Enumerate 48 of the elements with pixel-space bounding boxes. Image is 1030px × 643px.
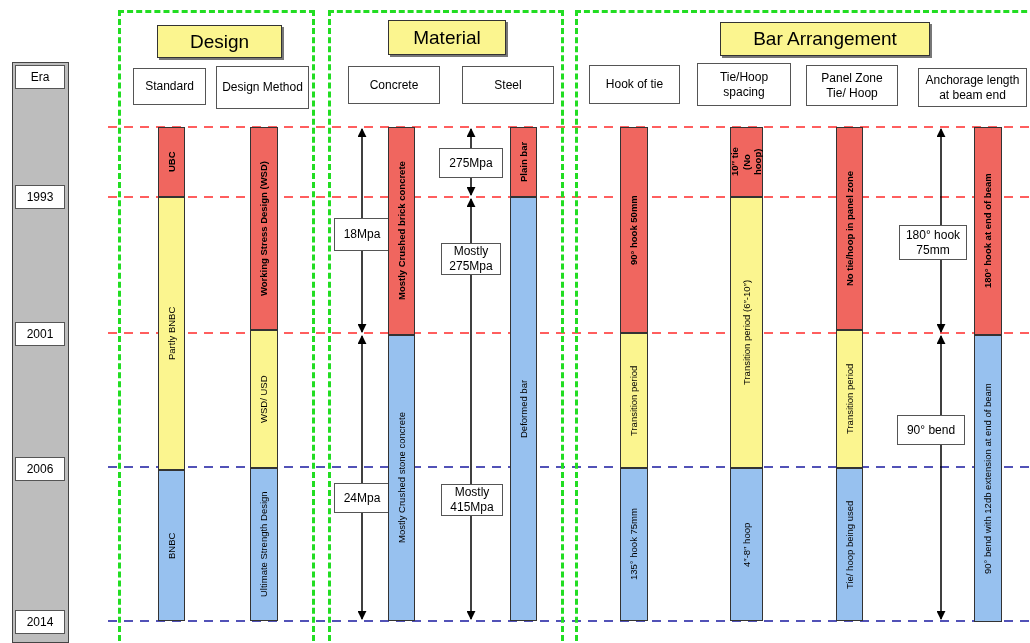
section-panel (118, 10, 315, 643)
column-header: Hook of tie (589, 65, 680, 104)
value-box: 24Mpa (334, 483, 390, 513)
period-bar: Transition period (620, 333, 648, 468)
period-bar: 90° bend with 12db extension at end of beam (974, 335, 1002, 622)
value-box: Mostly 275Mpa (441, 243, 501, 275)
period-bar: No tie/hoop in panel zone (836, 127, 863, 330)
period-bar: 10″ tie (No hoop) (730, 127, 763, 197)
era-box: Era (15, 65, 65, 89)
column-header: Standard (133, 68, 206, 105)
column-header: Steel (462, 66, 554, 104)
period-bar: Mostly Crushed brick concrete (388, 127, 415, 335)
year-box: 2006 (15, 457, 65, 481)
section-panel (328, 10, 564, 643)
period-bar: BNBC (158, 470, 185, 621)
column-header: Design Method (216, 66, 309, 109)
period-bar: Tie/ hoop being used (836, 468, 863, 621)
period-bar: 180° hook at end of beam (974, 127, 1002, 335)
year-box: 1993 (15, 185, 65, 209)
column-header: Panel Zone Tie/ Hoop (806, 65, 898, 106)
section-heading: Design (157, 25, 282, 58)
value-box: 180° hook 75mm (899, 225, 967, 260)
period-bar: 90° hook 50mm (620, 127, 648, 333)
value-box: 18Mpa (334, 218, 390, 251)
year-box: 2014 (15, 610, 65, 634)
period-bar: Ultimate Strength Design (250, 468, 278, 621)
period-bar: 135° hook 75mm (620, 468, 648, 621)
timeline-strip (12, 62, 69, 643)
period-bar: Transition period (836, 330, 863, 468)
value-box: 90° bend (897, 415, 965, 445)
section-heading: Bar Arrangement (720, 22, 930, 56)
year-box: 2001 (15, 322, 65, 346)
period-bar: 4″-8″ hoop (730, 468, 763, 621)
period-bar: Mostly Crushed stone concrete (388, 335, 415, 621)
section-panel (575, 10, 1030, 643)
section-heading: Material (388, 20, 506, 55)
period-bar: Deformed bar (510, 197, 537, 621)
column-header: Tie/Hoop spacing (697, 63, 791, 106)
period-bar: UBC (158, 127, 185, 197)
value-box: 275Mpa (439, 148, 503, 178)
period-bar: Plain bar (510, 127, 537, 197)
column-header: Anchorage length at beam end (918, 68, 1027, 107)
period-bar: Transition period (6″-10″) (730, 197, 763, 468)
value-box: Mostly 415Mpa (441, 484, 503, 516)
column-header: Concrete (348, 66, 440, 104)
period-bar: Working Stress Design (WSD) (250, 127, 278, 330)
period-bar: WSD/ USD (250, 330, 278, 468)
period-bar: Partly BNBC (158, 197, 185, 470)
